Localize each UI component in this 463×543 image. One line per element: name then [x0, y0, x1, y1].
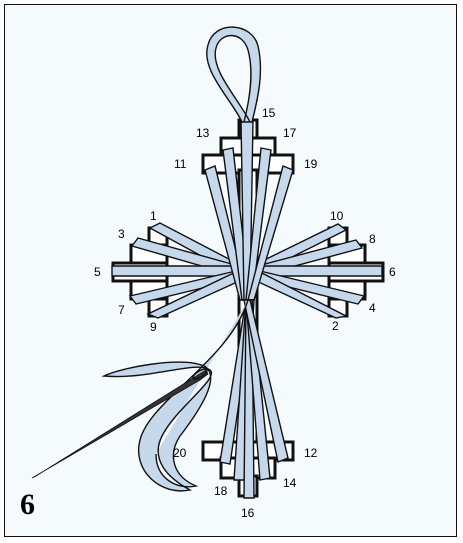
stitch-14	[245, 299, 271, 481]
stitch-12	[243, 299, 289, 463]
hole-label-16: 16	[241, 506, 255, 520]
needle-icon	[31, 368, 209, 479]
hole-label-12: 12	[304, 446, 318, 460]
hole-label-4: 4	[369, 301, 376, 315]
hole-label-6: 6	[389, 265, 396, 279]
hole-label-9: 9	[150, 320, 157, 334]
hole-label-18: 18	[214, 484, 228, 498]
step-number: 6	[20, 488, 35, 521]
hole-label-14: 14	[283, 476, 297, 490]
hole-label-7: 7	[118, 303, 125, 317]
hole-label-10: 10	[330, 209, 344, 223]
hole-label-8: 8	[369, 232, 376, 246]
hole-label-17: 17	[283, 126, 297, 140]
ribbon-tail	[101, 299, 249, 492]
hole-label-1: 1	[150, 209, 157, 223]
hole-label-13: 13	[196, 126, 210, 140]
ribbon-loop	[206, 26, 262, 123]
hole-label-15: 15	[262, 106, 276, 120]
hole-label-2: 2	[332, 319, 339, 333]
hole-label-20: 20	[173, 446, 187, 460]
hole-label-5: 5	[94, 265, 101, 279]
ribbon-stitches	[111, 119, 383, 499]
hole-label-11: 11	[174, 157, 187, 171]
hole-label-19: 19	[304, 157, 318, 171]
hole-number-labels: 1 2 3 4 5 6 7 8 9 10 11 12 13 14 15 16 1…	[94, 106, 396, 520]
hole-label-3: 3	[118, 227, 125, 241]
